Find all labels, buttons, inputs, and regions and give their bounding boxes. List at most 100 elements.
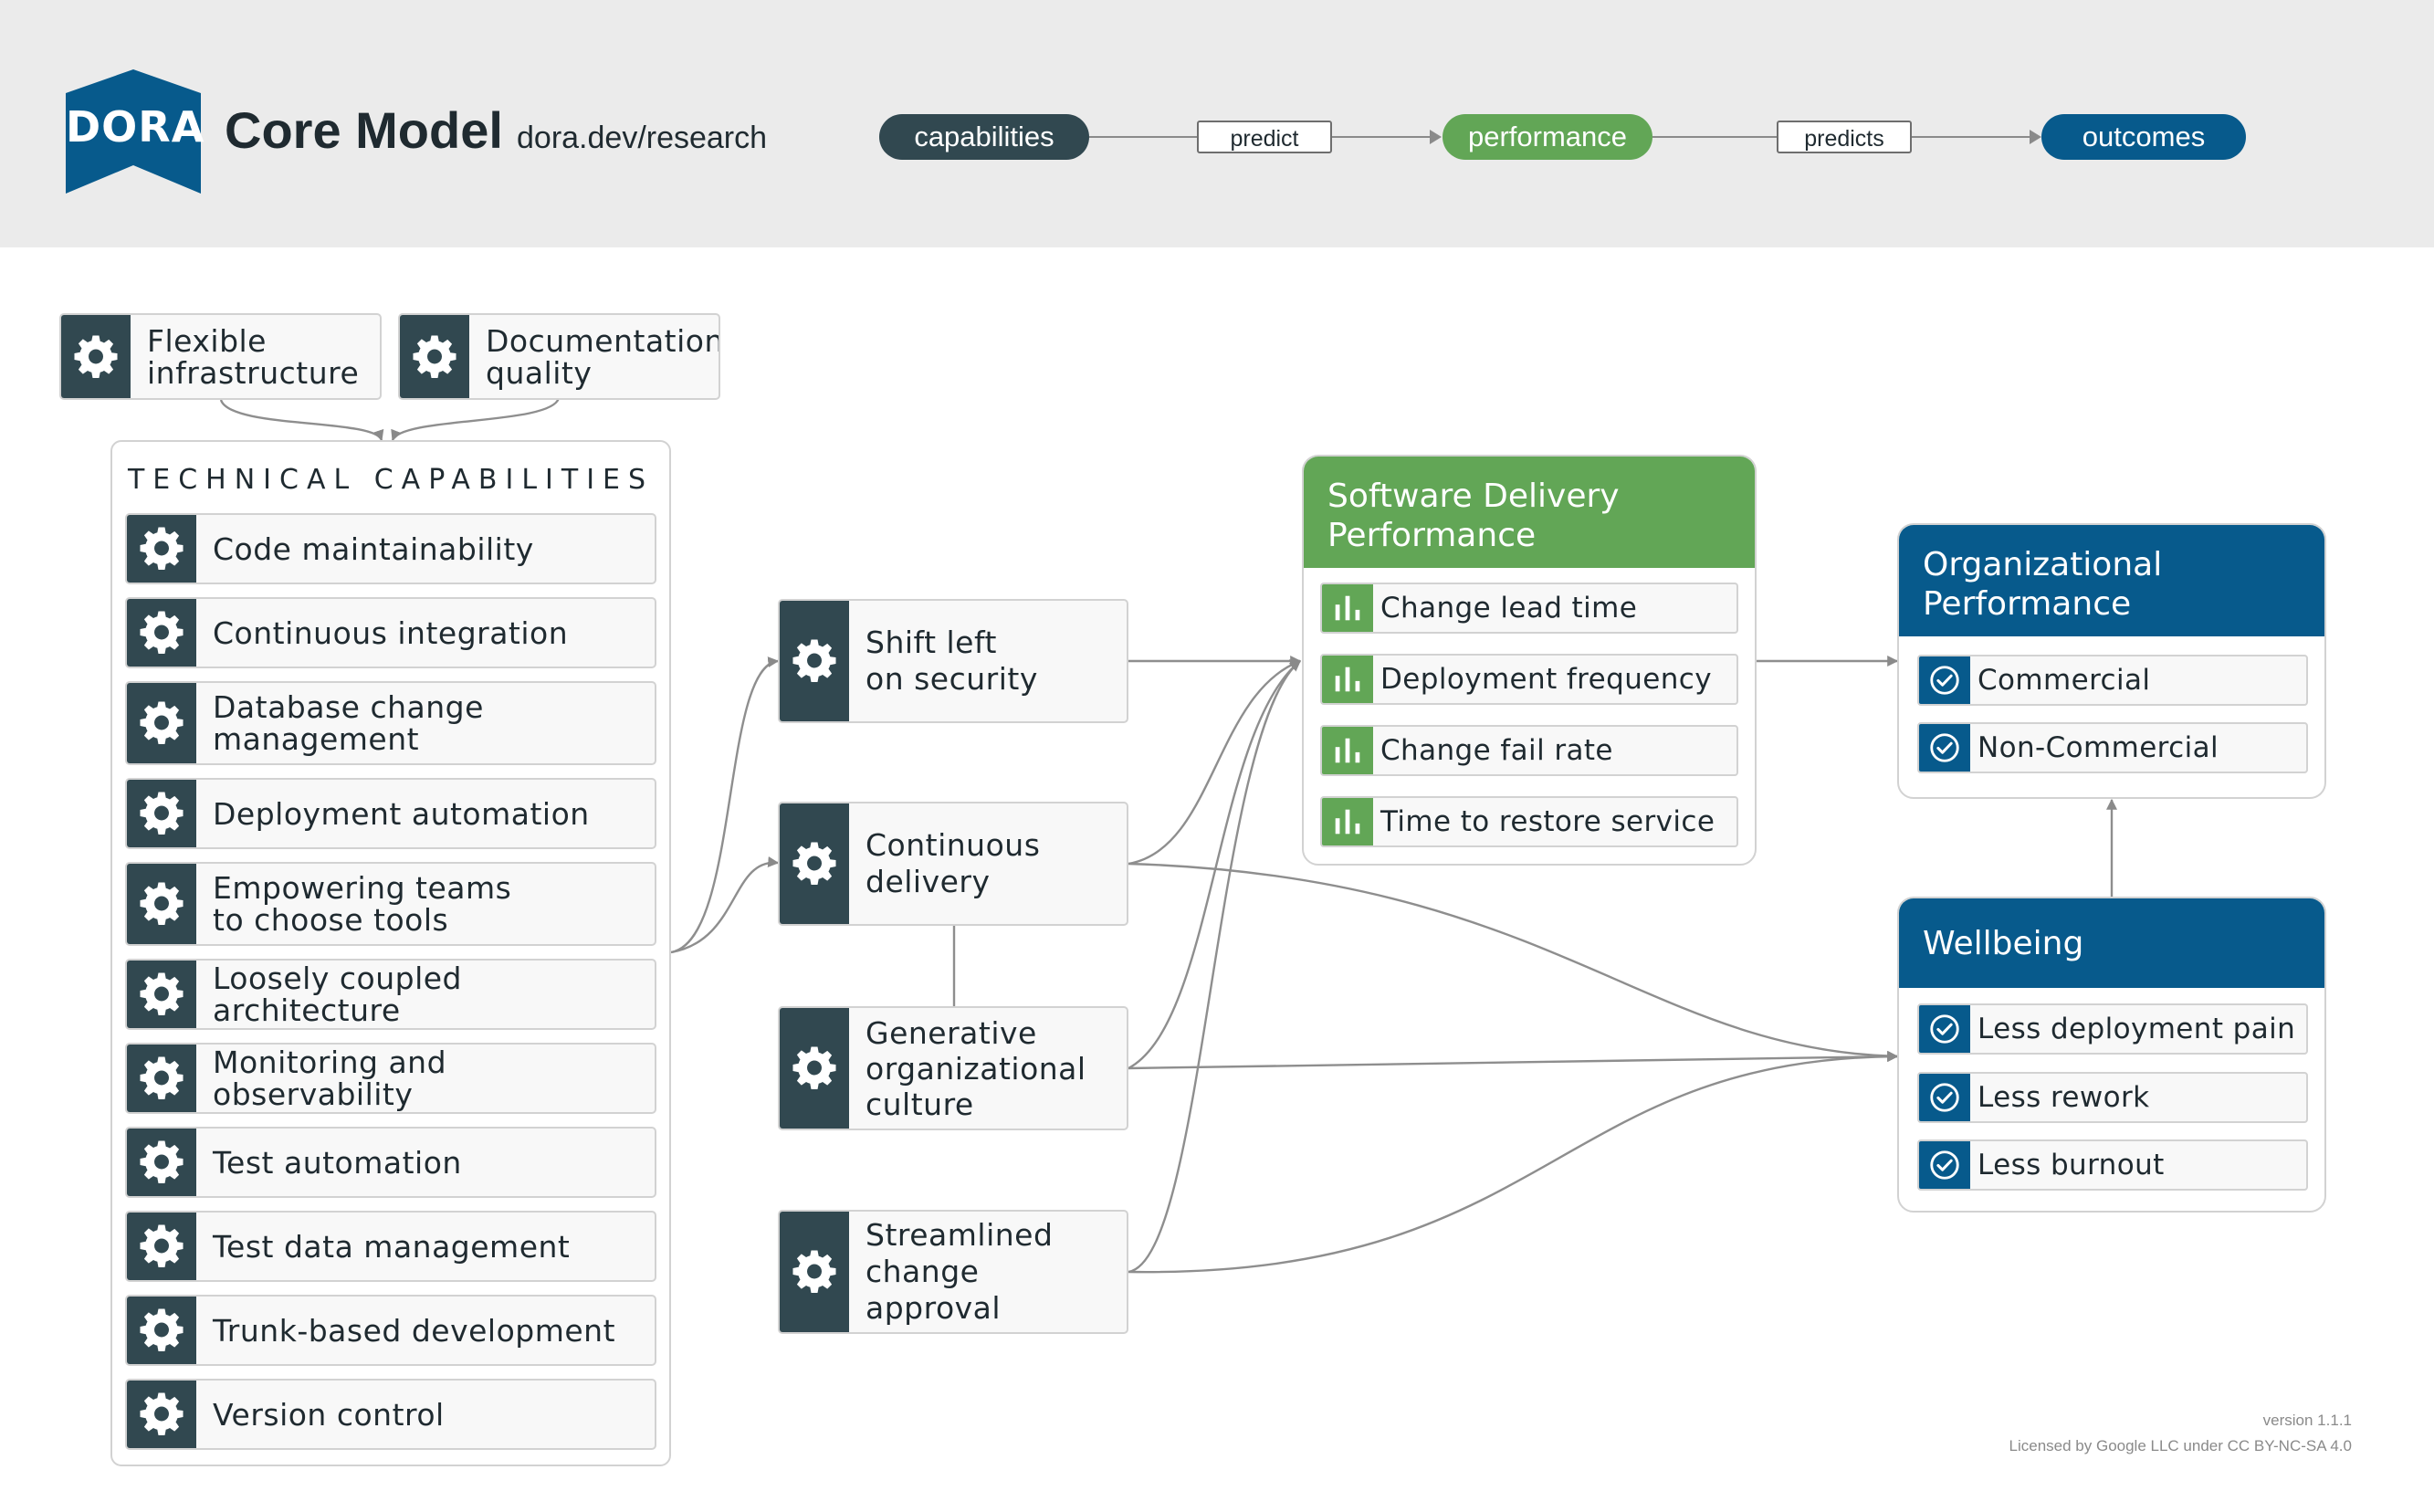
bar-chart-icon bbox=[1322, 727, 1373, 774]
capability-label: Flexible infrastructure bbox=[147, 322, 360, 391]
flow-predicts-label: predicts bbox=[1777, 121, 1912, 153]
capability-label: Deployment automation bbox=[213, 795, 590, 832]
outcome-label: Commercial bbox=[1978, 664, 2151, 697]
metric-change-lead-time: Change lead time bbox=[1320, 583, 1738, 634]
outcome-less-burnout: Less burnout bbox=[1917, 1139, 2308, 1191]
logo-text: DORA bbox=[66, 102, 205, 152]
outcome-label: Non-Commercial bbox=[1978, 731, 2219, 764]
technical-capabilities-title: TECHNICAL CAPABILITIES bbox=[127, 464, 655, 496]
capability-label: Continuous integration bbox=[213, 614, 569, 651]
capability-flexible-infrastructure: Flexible infrastructure bbox=[59, 313, 382, 400]
capability-test-data-management: Test data management bbox=[125, 1211, 656, 1282]
gear-icon bbox=[127, 1045, 196, 1112]
capability-label: Documentation quality bbox=[486, 322, 720, 391]
flow-line bbox=[1912, 136, 2032, 138]
gear-icon bbox=[780, 803, 849, 924]
outcome-less-rework: Less rework bbox=[1917, 1072, 2308, 1123]
flow-arrowhead bbox=[2030, 130, 2041, 144]
capability-label: Database change management bbox=[213, 689, 484, 757]
outcome-non-commercial: Non-Commercial bbox=[1917, 722, 2308, 773]
gear-icon bbox=[127, 1129, 196, 1196]
metric-time-to-restore: Time to restore service bbox=[1320, 796, 1738, 847]
capability-label: Trunk-based development bbox=[213, 1312, 616, 1349]
gear-icon bbox=[400, 315, 469, 398]
metric-label: Time to restore service bbox=[1380, 805, 1715, 838]
outcome-label: Less rework bbox=[1978, 1081, 2150, 1114]
capability-loosely-coupled-architecture: Loosely coupled architecture bbox=[125, 959, 656, 1030]
capability-label: Generative organizational culture bbox=[866, 1014, 1086, 1122]
software-delivery-title: Software Delivery Performance bbox=[1304, 457, 1755, 568]
capability-generative-culture: Generative organizational culture bbox=[778, 1006, 1128, 1130]
gear-icon bbox=[127, 864, 196, 944]
capability-code-maintainability: Code maintainability bbox=[125, 513, 656, 584]
capability-monitoring-observability: Monitoring and observability bbox=[125, 1043, 656, 1114]
gear-icon bbox=[127, 780, 196, 847]
check-circle-icon bbox=[1919, 1074, 1970, 1121]
capability-label: Test data management bbox=[213, 1228, 571, 1265]
capability-label: Shift left on security bbox=[866, 625, 1038, 697]
gear-icon bbox=[780, 1212, 849, 1332]
metric-change-fail-rate: Change fail rate bbox=[1320, 725, 1738, 776]
bar-chart-icon bbox=[1322, 798, 1373, 845]
check-circle-icon bbox=[1919, 1141, 1970, 1189]
check-circle-icon bbox=[1919, 656, 1970, 704]
capability-documentation-quality: Documentation quality bbox=[398, 313, 720, 400]
check-circle-icon bbox=[1919, 1005, 1970, 1053]
gear-icon bbox=[780, 1008, 849, 1129]
wellbeing-panel: Wellbeing bbox=[1897, 897, 2326, 1213]
capability-label: Code maintainability bbox=[213, 530, 534, 567]
capability-label: Continuous delivery bbox=[866, 827, 1041, 899]
flow-arrowhead bbox=[1430, 130, 1442, 144]
capability-version-control: Version control bbox=[125, 1379, 656, 1450]
metric-label: Change lead time bbox=[1380, 592, 1638, 625]
outcome-commercial: Commercial bbox=[1917, 655, 2308, 706]
capability-empowering-teams: Empowering teams to choose tools bbox=[125, 862, 656, 946]
flow-outcomes-pill: outcomes bbox=[2041, 114, 2246, 160]
flow-predict-label: predict bbox=[1197, 121, 1332, 153]
capability-continuous-integration: Continuous integration bbox=[125, 597, 656, 668]
flow-performance-pill: performance bbox=[1443, 114, 1652, 160]
bar-chart-icon bbox=[1322, 584, 1373, 632]
flow-line bbox=[1089, 136, 1197, 138]
bar-chart-icon bbox=[1322, 656, 1373, 703]
capability-test-automation: Test automation bbox=[125, 1127, 656, 1198]
capability-streamlined-change-approval: Streamlined change approval bbox=[778, 1210, 1128, 1334]
metric-label: Change fail rate bbox=[1380, 734, 1613, 767]
capability-continuous-delivery: Continuous delivery bbox=[778, 802, 1128, 926]
flow-line bbox=[1332, 136, 1432, 138]
gear-icon bbox=[127, 683, 196, 763]
page-subtitle: dora.dev/research bbox=[517, 121, 768, 155]
capability-label: Test automation bbox=[213, 1144, 462, 1181]
organizational-title: Organizational Performance bbox=[1899, 525, 2324, 636]
gear-icon bbox=[127, 1213, 196, 1280]
gear-icon bbox=[61, 315, 131, 398]
capability-shift-left-security: Shift left on security bbox=[778, 599, 1128, 723]
capability-label: Empowering teams to choose tools bbox=[213, 870, 512, 938]
license-text: Licensed by Google LLC under CC BY-NC-SA… bbox=[2009, 1437, 2352, 1454]
outcome-label: Less deployment pain bbox=[1978, 1013, 2296, 1045]
capability-label: Monitoring and observability bbox=[213, 1045, 447, 1112]
flow-capabilities-pill: capabilities bbox=[879, 114, 1089, 160]
metric-label: Deployment frequency bbox=[1380, 663, 1712, 696]
gear-icon bbox=[780, 601, 849, 721]
capability-label: Streamlined change approval bbox=[866, 1217, 1054, 1326]
gear-icon bbox=[127, 515, 196, 583]
version-text: version 1.1.1 bbox=[2262, 1412, 2352, 1429]
gear-icon bbox=[127, 961, 196, 1028]
gear-icon bbox=[127, 1297, 196, 1364]
check-circle-icon bbox=[1919, 724, 1970, 772]
capability-label: Loosely coupled architecture bbox=[213, 961, 462, 1028]
capability-trunk-based-development: Trunk-based development bbox=[125, 1295, 656, 1366]
wellbeing-title: Wellbeing bbox=[1899, 898, 2324, 988]
capability-label: Version control bbox=[213, 1396, 445, 1433]
page-title: Core Model bbox=[225, 101, 503, 159]
metric-deployment-frequency: Deployment frequency bbox=[1320, 654, 1738, 705]
outcome-less-deployment-pain: Less deployment pain bbox=[1917, 1003, 2308, 1055]
flow-line bbox=[1652, 136, 1777, 138]
gear-icon bbox=[127, 1381, 196, 1448]
capability-deployment-automation: Deployment automation bbox=[125, 778, 656, 849]
outcome-label: Less burnout bbox=[1978, 1149, 2165, 1181]
capability-database-change-management: Database change management bbox=[125, 681, 656, 765]
dora-logo bbox=[66, 69, 201, 194]
